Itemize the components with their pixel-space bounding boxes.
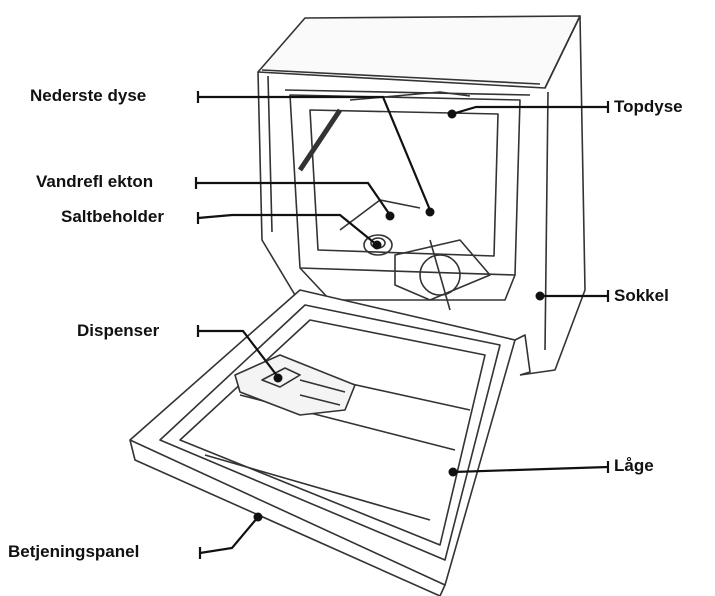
label-laage: Låge bbox=[614, 456, 654, 475]
dot-dispenser bbox=[273, 373, 283, 383]
dot-vandreflekton bbox=[385, 211, 395, 221]
tick-marks bbox=[194, 91, 610, 559]
label-saltbeholder: Saltbeholder bbox=[61, 207, 164, 226]
leader-nederste-dyse bbox=[198, 95, 432, 211]
label-topdyse: Topdyse bbox=[614, 97, 683, 116]
leader-lines bbox=[196, 95, 609, 555]
dot-nederste-dyse bbox=[425, 207, 435, 217]
label-dispenser: Dispenser bbox=[77, 321, 160, 340]
pointer-dots bbox=[253, 109, 545, 522]
dot-saltbeholder bbox=[372, 240, 382, 250]
dot-laage bbox=[448, 467, 458, 477]
dot-sokkel bbox=[535, 291, 545, 301]
dishwasher-body bbox=[129, 15, 586, 596]
label-sokkel: Sokkel bbox=[614, 286, 669, 305]
label-vandreflekton: Vandrefl ekton bbox=[36, 172, 154, 191]
leader-dispenser bbox=[198, 329, 279, 378]
label-betjeningspanel: Betjeningspanel bbox=[8, 542, 140, 561]
dot-topdyse bbox=[447, 109, 457, 119]
leader-betjeningspanel bbox=[199, 516, 259, 555]
leader-saltbeholder bbox=[197, 213, 378, 246]
dot-betjeningspanel bbox=[253, 512, 263, 522]
leader-topdyse bbox=[451, 105, 608, 116]
leader-laage bbox=[452, 465, 609, 474]
label-nederste-dyse: Nederste dyse bbox=[30, 86, 147, 105]
leader-vandreflekton bbox=[196, 181, 391, 216]
